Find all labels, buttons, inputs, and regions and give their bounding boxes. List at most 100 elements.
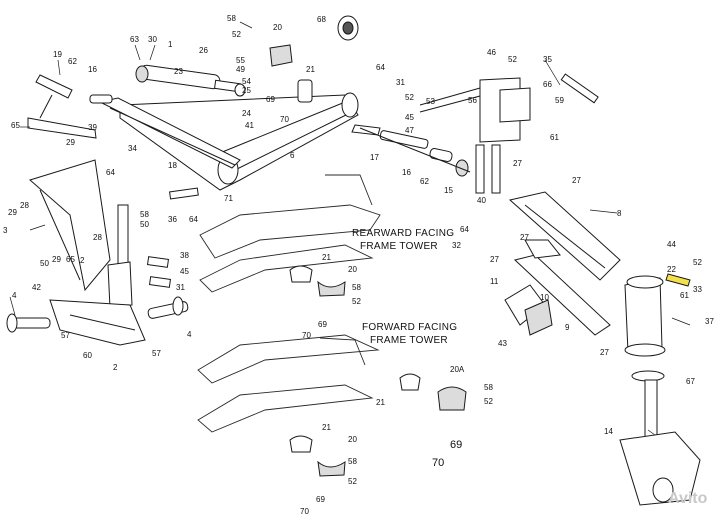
section-captions: REARWARD FACING FRAME TOWER FORWARD FACI…	[352, 228, 457, 346]
callout-14: 14	[604, 427, 613, 436]
callout-30: 30	[148, 35, 157, 44]
callout-28-b: 28	[93, 233, 102, 242]
callout-57-b: 57	[152, 349, 161, 358]
callout-50: 50	[140, 220, 149, 229]
right-a-frame-assembly	[504, 191, 701, 506]
leader-lines	[9, 21, 691, 436]
callout-43: 43	[498, 339, 507, 348]
callout-4-b: 4	[187, 330, 192, 339]
callout-19: 19	[53, 50, 62, 59]
callout-61: 61	[550, 133, 559, 142]
callout-42: 42	[32, 283, 41, 292]
callout-2-b: 2	[113, 363, 118, 372]
callout-36: 36	[168, 215, 177, 224]
callout-63: 63	[130, 35, 139, 44]
callout-numbers: 58 52 20 68 63 30 1 26 55 49 23 54 25 24…	[3, 14, 714, 516]
callout-20: 20	[273, 23, 282, 32]
callout-44: 44	[667, 240, 676, 249]
callout-59: 59	[555, 96, 564, 105]
callout-2: 2	[80, 256, 85, 265]
rearward-tower-caption-line1: REARWARD FACING	[352, 228, 454, 239]
callout-52-c: 52	[508, 55, 517, 64]
callout-58-e: 58	[348, 457, 357, 466]
callout-20-c: 20	[348, 435, 357, 444]
callout-23: 23	[174, 67, 183, 76]
callout-34: 34	[128, 144, 137, 153]
callout-55: 55	[236, 56, 245, 65]
callout-21: 21	[306, 65, 315, 74]
callout-4: 4	[12, 291, 17, 300]
callout-65-b: 65	[66, 255, 75, 264]
callout-16: 16	[88, 65, 97, 74]
callout-61-b: 61	[680, 291, 689, 300]
callout-60: 60	[83, 351, 92, 360]
callout-64-b: 64	[189, 215, 198, 224]
callout-52-g: 52	[348, 477, 357, 486]
callout-70-b: 70	[302, 331, 311, 340]
callout-57: 57	[61, 331, 70, 340]
callout-27-d: 27	[490, 255, 499, 264]
callout-8: 8	[617, 209, 622, 218]
callout-41: 41	[245, 121, 254, 130]
callout-62: 62	[68, 57, 77, 66]
callout-62-b: 62	[420, 177, 429, 186]
callout-35: 35	[543, 55, 552, 64]
callout-58-d: 58	[484, 383, 493, 392]
callout-54: 54	[242, 77, 251, 86]
callout-69: 69	[266, 95, 275, 104]
rearward-tower-caption-line2: FRAME TOWER	[360, 241, 438, 252]
callout-49: 49	[236, 65, 245, 74]
callout-52-d: 52	[693, 258, 702, 267]
callout-45: 45	[180, 267, 189, 276]
callout-6: 6	[290, 151, 295, 160]
forward-tower-caption-line1: FORWARD FACING	[362, 322, 457, 333]
callout-29-c: 29	[52, 255, 61, 264]
callout-21-b: 21	[322, 253, 331, 262]
callout-68: 68	[317, 15, 326, 24]
callout-70-d: 70	[300, 507, 309, 516]
callout-17: 17	[370, 153, 379, 162]
callout-58: 58	[227, 14, 236, 23]
callout-64-c: 64	[376, 63, 385, 72]
callout-65: 65	[11, 121, 20, 130]
upper-right-bracket-assembly	[419, 73, 599, 194]
callout-52-f: 52	[484, 397, 493, 406]
callout-71: 71	[224, 194, 233, 203]
callout-18: 18	[168, 161, 177, 170]
callout-33: 33	[693, 285, 702, 294]
callout-9: 9	[565, 323, 570, 332]
callout-58-c: 58	[352, 283, 361, 292]
callout-21-c: 21	[376, 398, 385, 407]
callout-50-b: 50	[40, 259, 49, 268]
callout-37: 37	[705, 317, 714, 326]
forward-tower-caption-line2: FRAME TOWER	[370, 335, 448, 346]
callout-16-b: 16	[402, 168, 411, 177]
callout-70: 70	[280, 115, 289, 124]
callout-69-d: 69	[316, 495, 325, 504]
callout-29-b: 29	[8, 208, 17, 217]
callout-69-c: 69	[450, 439, 462, 451]
callout-20A: 20A	[450, 365, 465, 374]
callout-32: 32	[452, 241, 461, 250]
callout-24: 24	[242, 109, 251, 118]
callout-38: 38	[180, 251, 189, 260]
callout-1: 1	[168, 40, 173, 49]
callout-56: 56	[468, 96, 477, 105]
callout-64: 64	[106, 168, 115, 177]
callout-29: 29	[66, 138, 75, 147]
callout-3: 3	[3, 226, 8, 235]
callout-21-d: 21	[322, 423, 331, 432]
callout-64-d: 64	[460, 225, 469, 234]
callout-52: 52	[232, 30, 241, 39]
callout-69-b: 69	[318, 320, 327, 329]
callout-27-b: 27	[572, 176, 581, 185]
callout-45-b: 45	[405, 113, 414, 122]
callout-53: 53	[426, 97, 435, 106]
callout-20-b: 20	[348, 265, 357, 274]
center-link-assembly	[351, 124, 471, 177]
highlighted-pin-22	[665, 273, 691, 287]
callout-46: 46	[487, 48, 496, 57]
callout-15: 15	[444, 186, 453, 195]
watermark-text: Avito	[668, 490, 708, 507]
